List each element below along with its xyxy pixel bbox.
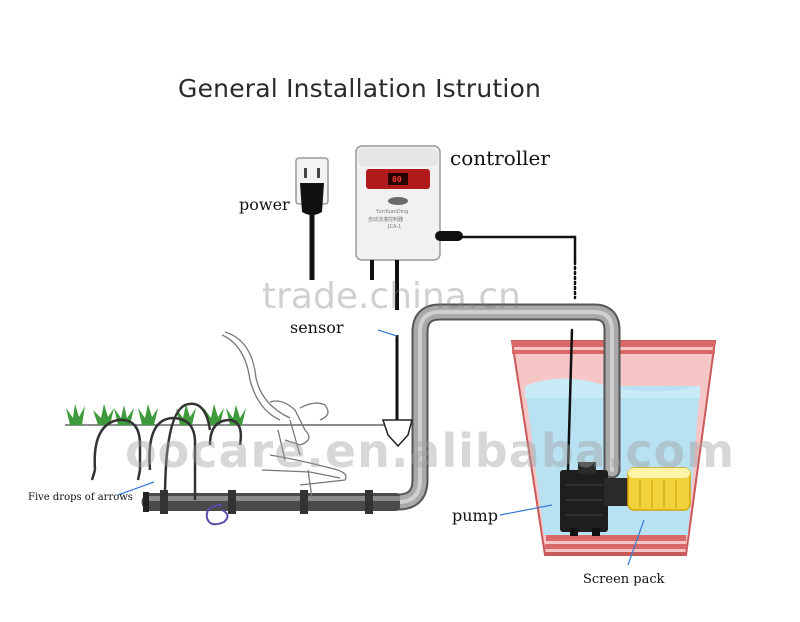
label-controller: controller — [450, 146, 550, 170]
hand-sketch — [221, 331, 347, 499]
controller-display: 00 — [392, 175, 402, 184]
controller-model: JCA-1 — [388, 224, 402, 230]
pump — [560, 462, 630, 536]
swirl-mark — [205, 504, 229, 526]
water-pipe — [141, 303, 621, 511]
controller-cable — [435, 231, 577, 472]
leader-lines — [117, 329, 645, 566]
drip-line — [143, 490, 400, 514]
page-title: General Installation Istrution — [178, 74, 542, 103]
power-plug — [300, 183, 324, 280]
label-sensor: sensor — [290, 318, 344, 337]
dripper-tubes — [90, 402, 243, 501]
label-screen-pack: Screen pack — [583, 572, 665, 587]
watermark-trade: trade.china.cn — [262, 276, 521, 317]
label-five-drops: Five drops of arrows — [28, 492, 133, 503]
watermark-alibaba: oocare.en.alibaba.com — [125, 424, 736, 478]
label-pump: pump — [452, 506, 498, 525]
label-power: power — [239, 195, 290, 214]
screen-pack — [627, 467, 691, 511]
controller-device — [355, 145, 441, 448]
controller-cn-name: 自动浇灌控制器 — [368, 217, 404, 223]
controller-brand: YunYuanDing — [376, 209, 409, 215]
